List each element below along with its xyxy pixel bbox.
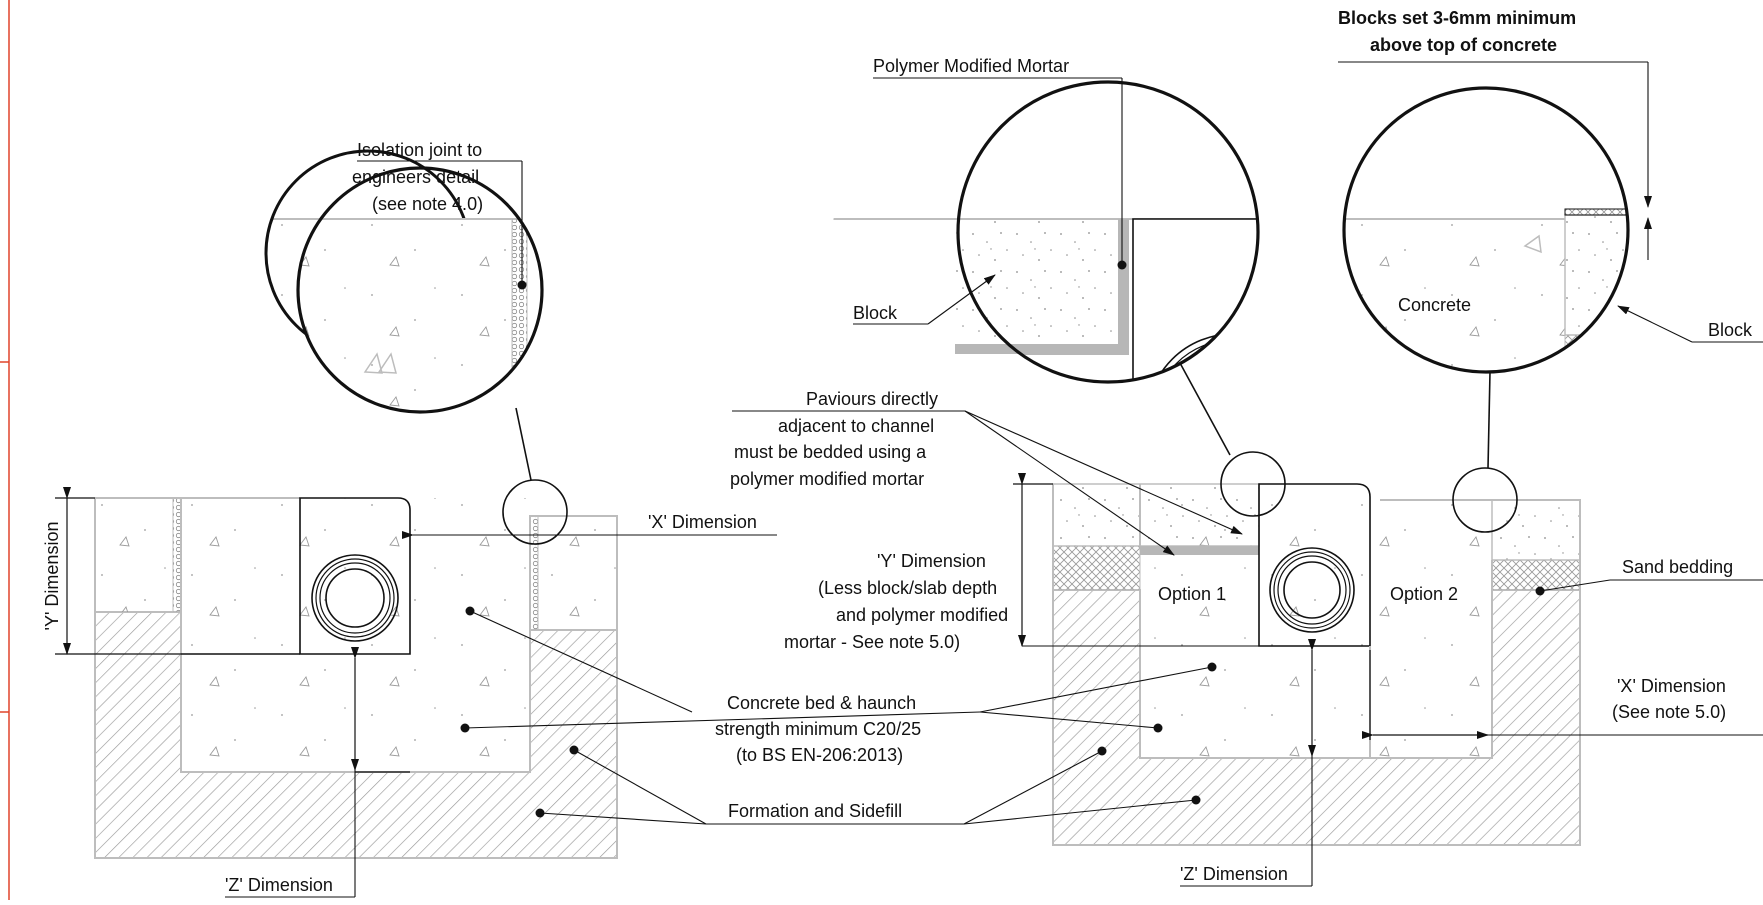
isolation-joint-line-2: engineers detail — [352, 167, 479, 187]
paviours-line-3: must be bedded using a — [734, 442, 927, 462]
option-2-label: Option 2 — [1390, 584, 1458, 604]
block-right-callout: Block — [1618, 306, 1763, 342]
left-isolation-joint — [173, 498, 181, 612]
option-1-label: Option 1 — [1158, 584, 1226, 604]
sheet-border — [0, 0, 9, 900]
formation-label: Formation and Sidefill — [728, 801, 902, 821]
right-y-dimension-line-1: 'Y' Dimension — [877, 551, 986, 571]
right-y-dimension-line-4: mortar - See note 5.0) — [784, 632, 960, 652]
polymer-mortar-label: Polymer Modified Mortar — [873, 56, 1069, 76]
left-y-dimension-label: 'Y' Dimension — [42, 522, 62, 631]
right-y-dimension-line-3: and polymer modified — [836, 605, 1008, 625]
paviours-line-4: polymer modified mortar — [730, 469, 924, 489]
right-y-dimension-line-2: (Less block/slab depth — [818, 578, 997, 598]
right-mortar-layer — [1140, 546, 1259, 555]
block-left-label: Block — [853, 303, 898, 323]
paviours-line-2: adjacent to channel — [778, 416, 934, 436]
isolation-joint-line-3: (see note 4.0) — [372, 194, 483, 214]
blocks-set-line-1: Blocks set 3-6mm minimum — [1338, 8, 1576, 28]
left-magnified-view — [298, 168, 600, 480]
right-section — [1053, 452, 1580, 845]
right-detail-circle — [1340, 88, 1655, 468]
concrete-bed-line-1: Concrete bed & haunch — [727, 693, 916, 713]
concrete-bed-line-3: (to BS EN-206:2013) — [736, 745, 903, 765]
block-right-label: Block — [1708, 320, 1753, 340]
concrete-bed-line-2: strength minimum C20/25 — [715, 719, 921, 739]
concrete-label: Concrete — [1398, 295, 1471, 315]
sand-bedding-label: Sand bedding — [1622, 557, 1733, 577]
blocks-set-line-2: above top of concrete — [1370, 35, 1557, 55]
left-x-dimension-label: 'X' Dimension — [648, 512, 757, 532]
isolation-joint-line-1: Isolation joint to — [357, 140, 482, 160]
right-z-dimension-label: 'Z' Dimension — [1180, 864, 1288, 884]
paviours-line-1: Paviours directly — [806, 389, 938, 409]
right-x-dimension-line-1: 'X' Dimension — [1617, 676, 1726, 696]
right-x-dimension-line-2: (See note 5.0) — [1612, 702, 1726, 722]
left-section — [95, 480, 617, 858]
left-z-dimension-label: 'Z' Dimension — [225, 875, 333, 895]
